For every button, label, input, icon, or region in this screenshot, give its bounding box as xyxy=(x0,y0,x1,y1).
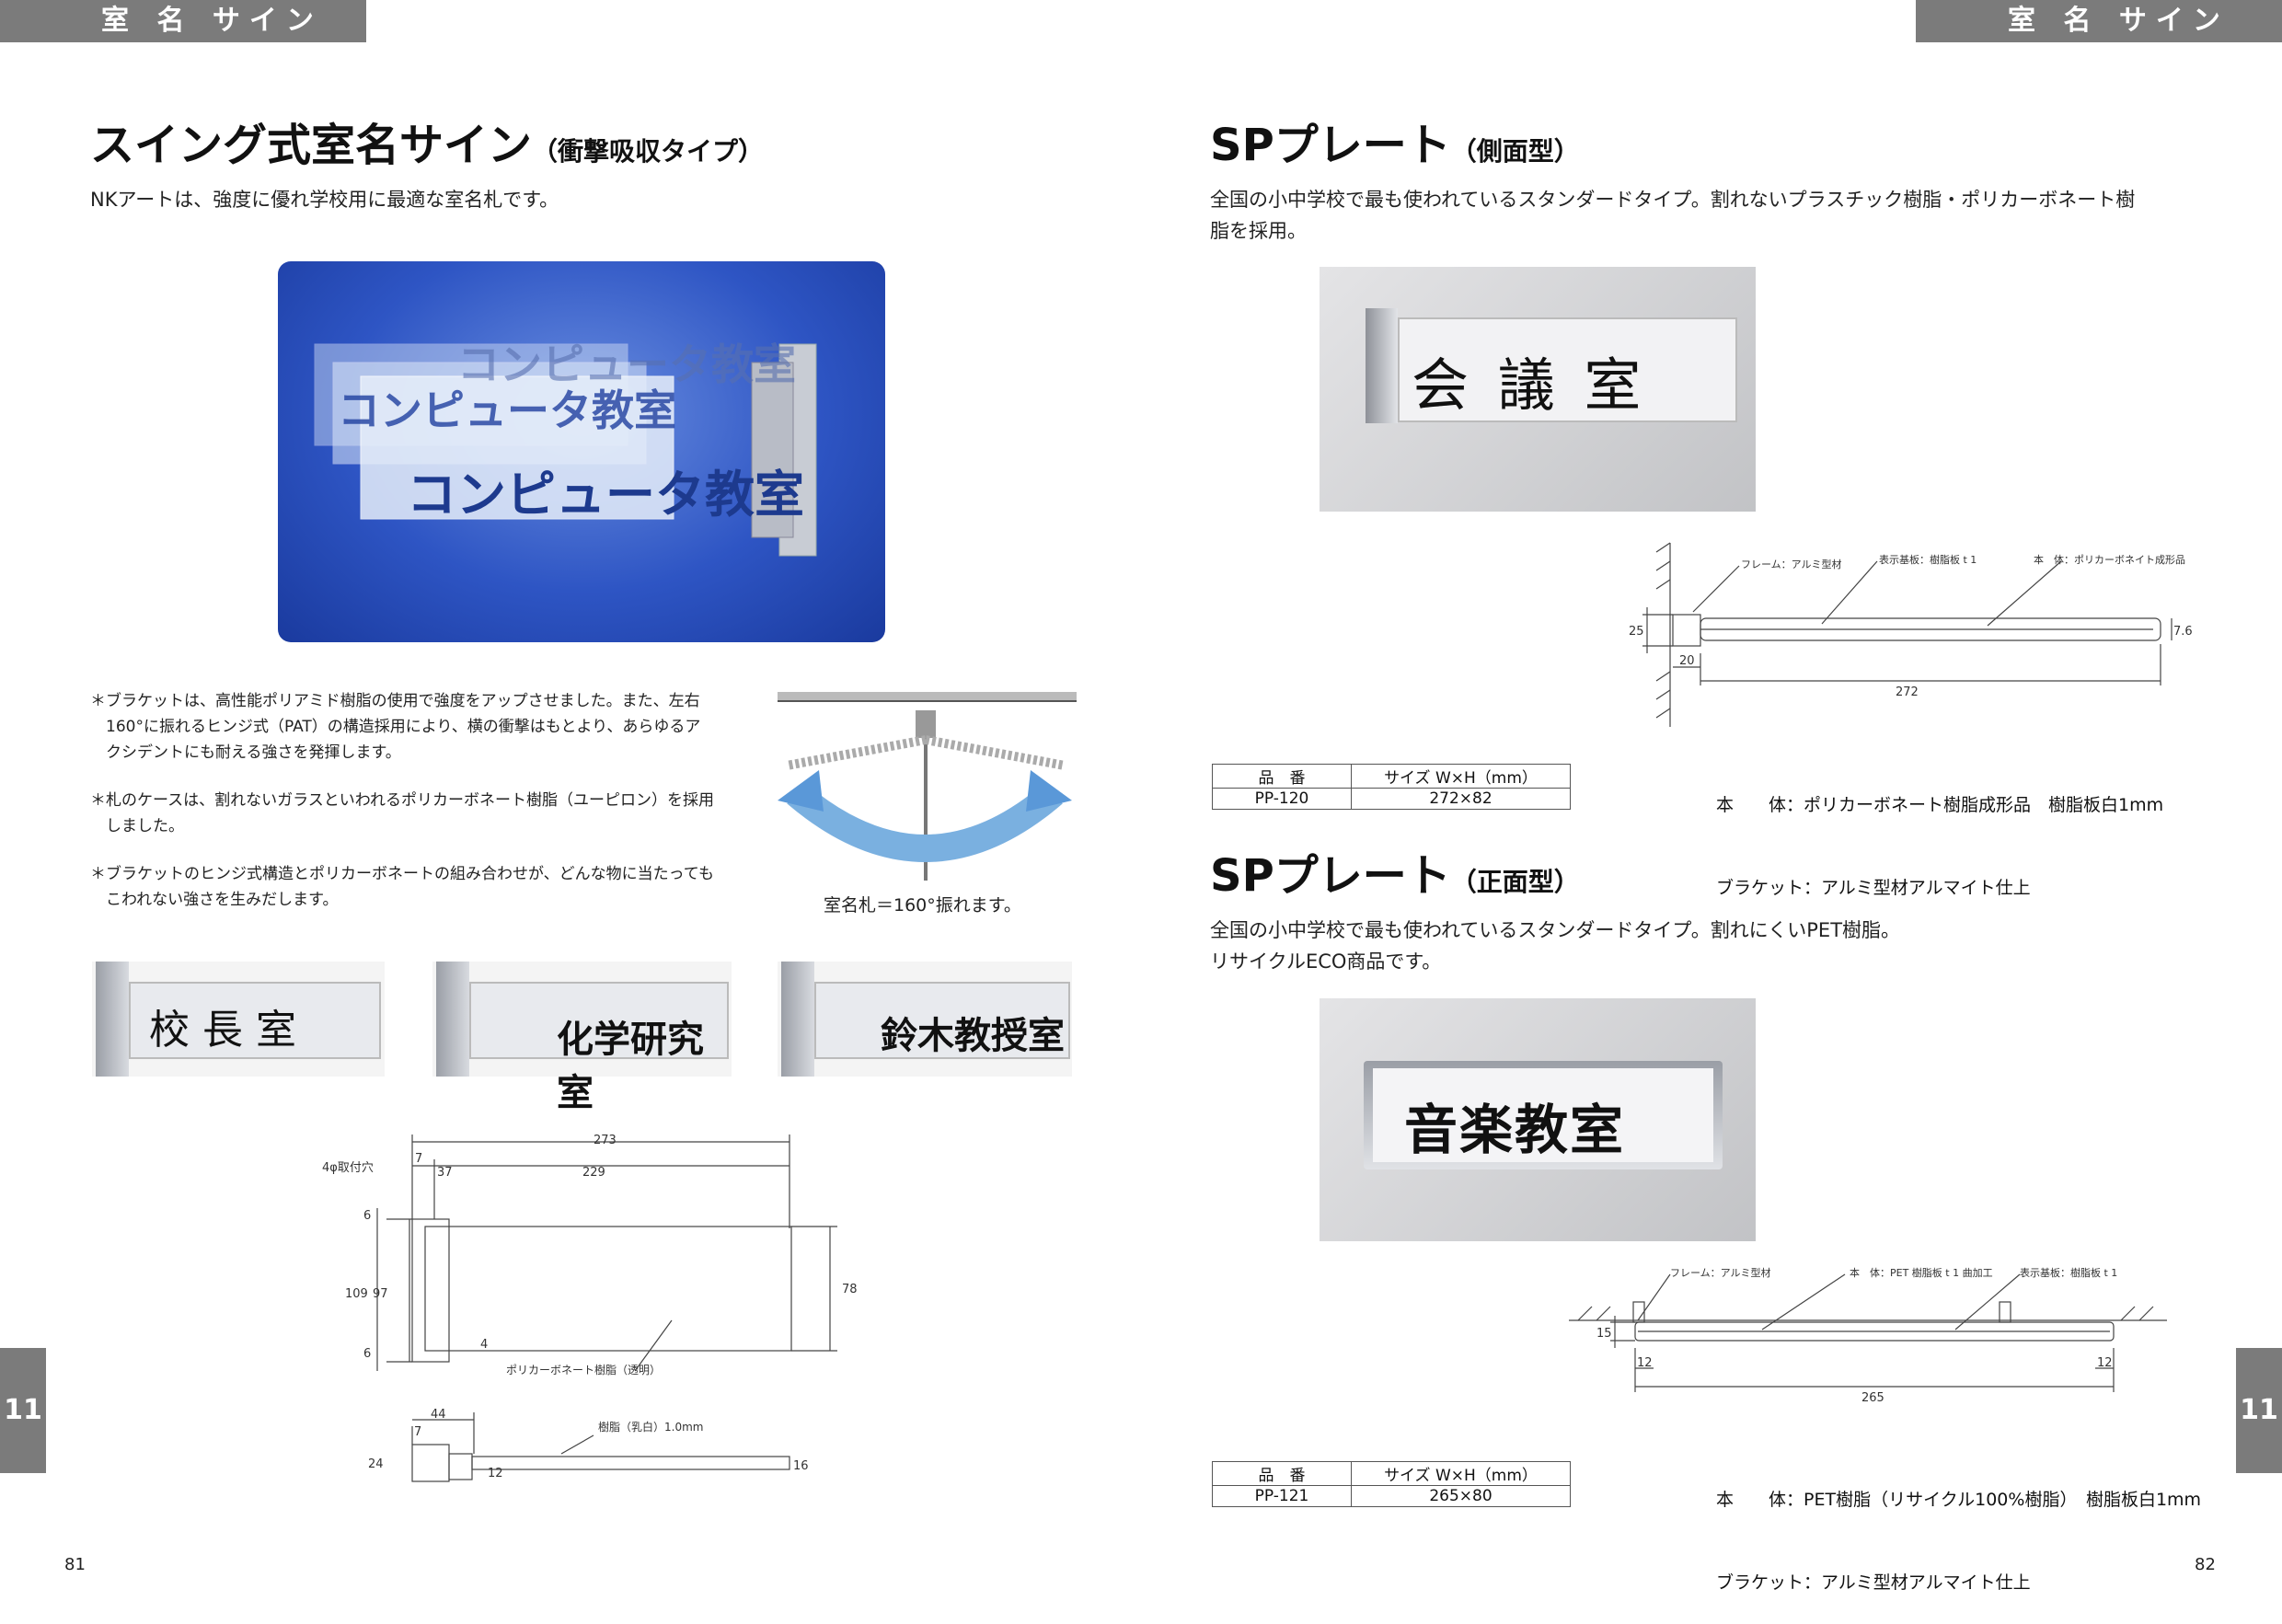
table-header: 品 番 xyxy=(1212,764,1352,789)
left-header-tab: 室 名 サイン xyxy=(0,0,366,42)
spec-line: ブラケット：アルミ型材アルマイト仕上 xyxy=(1716,878,2031,898)
photo-main-text: コンピュータ教室 xyxy=(407,466,804,524)
right-intro-2-line2: リサイクルECO商品です。 xyxy=(1210,950,1442,973)
right-title-2: SPプレート（正面型） xyxy=(1210,839,1580,904)
sp-plate-side-photo: 会 議 室 xyxy=(1320,267,1756,512)
swing-caption: 室名札＝160°振れます。 xyxy=(824,895,1021,916)
photo-ghost-text-1: コンピュータ教室 xyxy=(457,340,796,389)
left-side-tab: 11 xyxy=(0,1348,46,1473)
label-body: 本 体：ポリカーボネイト成形品 xyxy=(2034,553,2185,566)
sp-front-photo-text: 音楽教室 xyxy=(1404,1099,1626,1161)
sample-sign-1: 校 長 室 xyxy=(92,962,385,1077)
bullet-line: しました。 xyxy=(90,817,184,835)
dim-20: 20 xyxy=(1679,654,1695,668)
right-side-tab: 11 xyxy=(2236,1348,2282,1473)
dim-16: 16 xyxy=(793,1459,809,1473)
right-page-number: 82 xyxy=(2195,1555,2216,1574)
sp-side-table: 品 番 サイズ W×H（mm） PP-120 272×82 xyxy=(1212,764,1571,810)
sp-side-photo-text: 会 議 室 xyxy=(1412,351,1647,419)
table-row: PP-121 265×80 xyxy=(1212,1485,1571,1507)
left-tech-drawing: 273 7 37 229 4φ取付穴 6 109 97 6 78 4 ポリカーボ… xyxy=(322,1127,874,1495)
bullet-line: ＊札のケースは、割れないガラスといわれるポリカーボネート樹脂（ユーピロン）を採用 xyxy=(90,791,714,810)
sp-side-drawing: フレーム：アルミ型材 表示基板：樹脂板 t 1 本 体：ポリカーボネイト成形品 … xyxy=(1601,542,2193,727)
dim-12a: 12 xyxy=(1637,1356,1653,1370)
dim-44: 44 xyxy=(431,1408,446,1422)
dim-6b: 6 xyxy=(363,1347,371,1361)
bullet-line: 160°に振れるヒンジ式（PAT）の構造採用により、横の衝撃はもとより、あらゆる… xyxy=(90,718,701,736)
label-resin-milky: 樹脂（乳白）1.0mm xyxy=(598,1420,703,1434)
right-title-2-sub: （正面型） xyxy=(1450,867,1580,897)
right-header-tab: 室 名 サイン xyxy=(1916,0,2282,42)
table-row: PP-120 272×82 xyxy=(1212,788,1571,810)
dim-273: 273 xyxy=(594,1134,617,1147)
bullet-line: クシデントにも耐える強さを発揮します。 xyxy=(90,743,401,762)
label-polycarbonate: ポリカーボネート樹脂（透明） xyxy=(506,1363,661,1376)
right-intro-1: 全国の小中学校で最も使われているスタンダードタイプ。割れないプラスチック樹脂・ポ… xyxy=(1210,184,2222,247)
dim-hole: 4φ取付穴 xyxy=(322,1161,374,1175)
table-cell: PP-121 xyxy=(1212,1485,1352,1507)
left-intro: NKアートは、強度に優れ学校用に最適な室名札です。 xyxy=(90,189,559,211)
dim-12: 12 xyxy=(488,1467,503,1480)
right-title-1-main: SPプレート xyxy=(1210,120,1451,171)
sample-sign-3: 鈴木教授室 xyxy=(778,962,1072,1077)
left-title-main: スイング式室名サイン xyxy=(90,120,533,171)
right-title-1-sub: （側面型） xyxy=(1450,136,1580,167)
bullet-line: ＊ブラケットは、高性能ポリアミド樹脂の使用で強度をアップさせました。また、左右 xyxy=(90,692,700,710)
label-body-2: 本 体：PET 樹脂板 t 1 曲加工 xyxy=(1850,1266,1993,1279)
left-page-number: 81 xyxy=(64,1555,86,1574)
label-display-board-2: 表示基板：樹脂板 t 1 xyxy=(2020,1266,2117,1279)
table-cell: 272×82 xyxy=(1351,788,1571,810)
dim-24: 24 xyxy=(368,1457,384,1471)
sp-front-specs: 本 体：PET樹脂（リサイクル100%樹脂） 樹脂板白1mm ブラケット：アルミ… xyxy=(1716,1431,2201,1624)
sample-sign-1-text: 校 長 室 xyxy=(149,1007,296,1054)
right-intro-1-line1: 全国の小中学校で最も使われているスタンダードタイプ。割れないプラスチック樹脂・ポ… xyxy=(1210,189,2136,211)
sp-side-specs: 本 体：ポリカーボネート樹脂成形品 樹脂板白1mm ブラケット：アルミ型材アルマ… xyxy=(1716,736,2163,929)
sp-plate-front-photo: 音楽教室 xyxy=(1320,998,1756,1241)
photo-ghost-text-2: コンピュータ教室 xyxy=(338,386,676,435)
dim-7-6: 7.6 xyxy=(2173,625,2193,639)
table-cell: 265×80 xyxy=(1351,1485,1571,1507)
sp-front-table: 品 番 サイズ W×H（mm） PP-121 265×80 xyxy=(1212,1461,1571,1507)
table-header: サイズ W×H（mm） xyxy=(1351,1461,1571,1486)
spec-line: ブラケット：アルミ型材アルマイト仕上 xyxy=(1716,1572,2031,1593)
left-title: スイング式室名サイン（衝撃吸収タイプ） xyxy=(90,109,764,173)
right-intro-2-line1: 全国の小中学校で最も使われているスタンダードタイプ。割れにくいPET樹脂。 xyxy=(1210,919,1901,941)
dim-272: 272 xyxy=(1896,685,1919,699)
right-intro-2: 全国の小中学校で最も使われているスタンダードタイプ。割れにくいPET樹脂。 リサ… xyxy=(1210,915,2222,977)
label-display-board: 表示基板：樹脂板 t 1 xyxy=(1879,553,1977,566)
table-header: 品 番 xyxy=(1212,1461,1352,1486)
sp-front-drawing: フレーム：アルミ型材 本 体：PET 樹脂板 t 1 曲加工 表示基板：樹脂板 … xyxy=(1569,1265,2167,1431)
dim-4: 4 xyxy=(480,1338,488,1352)
spec-line: 本 体：PET樹脂（リサイクル100%樹脂） 樹脂板白1mm xyxy=(1716,1490,2202,1510)
dim-265: 265 xyxy=(1861,1391,1884,1405)
bullet-line: こわれない強さを生みだします。 xyxy=(90,891,339,909)
left-title-sub: （衝撃吸収タイプ） xyxy=(532,136,765,167)
dim-7: 7 xyxy=(415,1152,422,1166)
right-intro-1-line2: 脂を採用。 xyxy=(1210,220,1307,242)
dim-12b: 12 xyxy=(2097,1356,2113,1370)
dim-6a: 6 xyxy=(363,1209,371,1223)
spec-line: 本 体：ポリカーボネート樹脂成形品 樹脂板白1mm xyxy=(1716,795,2164,815)
bullet-line: ＊ブラケットのヒンジ式構造とポリカーボネートの組み合わせが、どんな物に当たっても xyxy=(90,865,714,883)
dim-109: 109 xyxy=(345,1287,368,1301)
dim-15: 15 xyxy=(1596,1327,1612,1341)
swing-sign-photo: コンピュータ教室 コンピュータ教室 コンピュータ教室 xyxy=(278,261,885,642)
dim-97: 97 xyxy=(373,1287,388,1301)
sample-sign-2: 化学研究室 xyxy=(432,962,732,1114)
sample-sign-2-text: 化学研究室 xyxy=(557,1019,704,1114)
swing-diagram xyxy=(778,692,1077,894)
dim-37: 37 xyxy=(437,1166,453,1180)
dim-7b: 7 xyxy=(414,1425,421,1439)
table-header: サイズ W×H（mm） xyxy=(1351,764,1571,789)
right-title-1: SPプレート（側面型） xyxy=(1210,109,1580,173)
label-frame-2: フレーム：アルミ型材 xyxy=(1670,1266,1771,1279)
label-frame: フレーム：アルミ型材 xyxy=(1741,558,1842,570)
dim-25: 25 xyxy=(1629,625,1644,639)
table-cell: PP-120 xyxy=(1212,788,1352,810)
dim-78: 78 xyxy=(842,1283,858,1296)
right-title-2-main: SPプレート xyxy=(1210,850,1451,902)
sample-sign-3-text: 鈴木教授室 xyxy=(881,1015,1065,1057)
dim-229: 229 xyxy=(582,1166,605,1180)
left-bullets: ＊ブラケットは、高性能ポリアミド樹脂の使用で強度をアップさせました。また、左右 … xyxy=(90,688,753,913)
